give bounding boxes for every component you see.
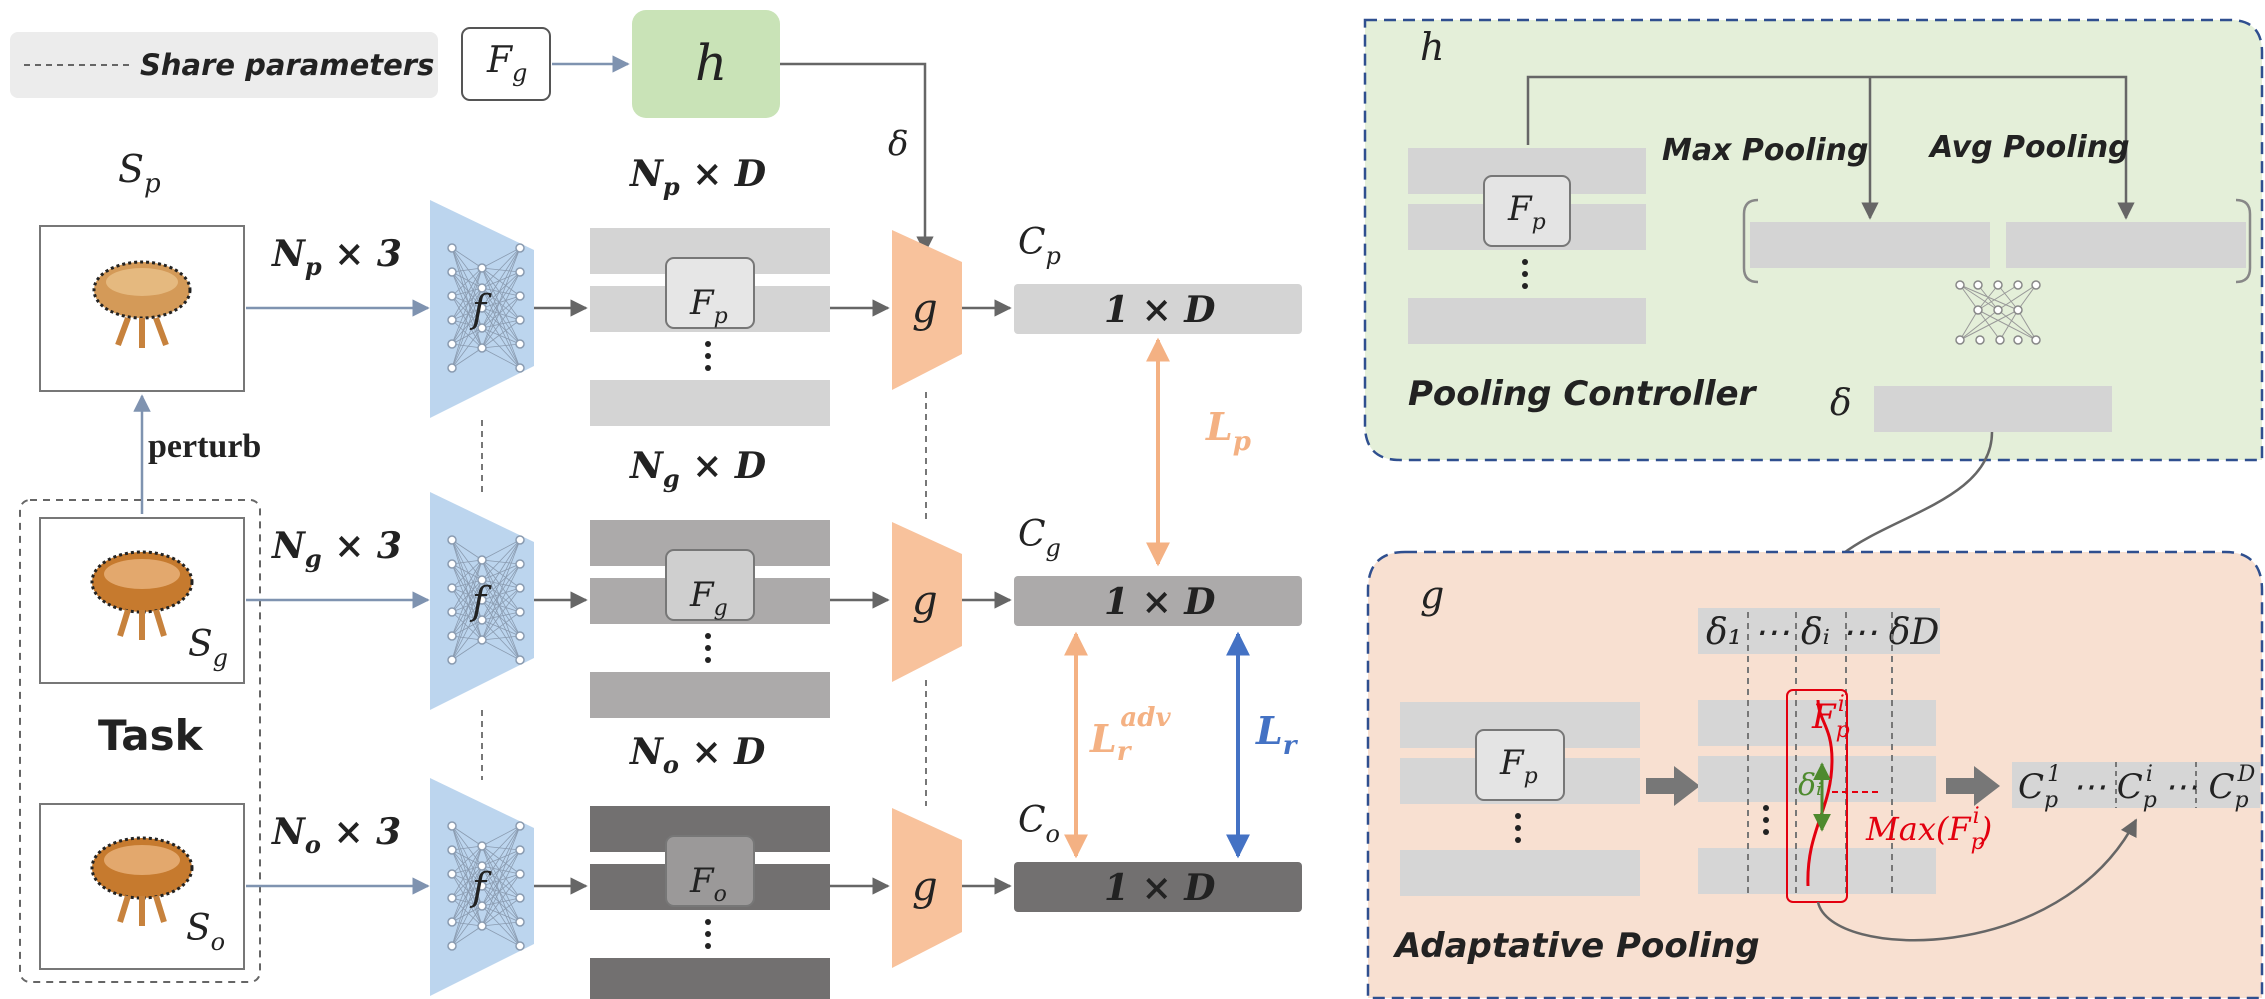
g-pooling-g: [892, 522, 962, 682]
feature-label-p: Fp: [689, 283, 728, 329]
share-parameters-label: Share parameters: [140, 48, 434, 82]
fg-box: Fg: [461, 27, 551, 101]
c-label-g: Cg: [1018, 514, 1061, 562]
svg-text:g: g: [1420, 573, 1444, 617]
svg-text:h: h: [695, 34, 727, 92]
row-o-feature-size: No × D: [629, 731, 765, 779]
svg-text:So: So: [186, 908, 225, 956]
svg-text:Fp: Fp: [1499, 743, 1538, 789]
code-box-g: [1014, 576, 1302, 626]
g-label-p: g: [912, 286, 938, 332]
svg-text:δ: δ: [1830, 383, 1852, 424]
g-label-g: g: [912, 578, 938, 624]
feature-label-o: Fo: [689, 861, 727, 907]
legend-share-parameters: Share parameters: [10, 32, 438, 98]
svg-text:Fpi: Fpi: [1811, 692, 1850, 743]
perturb-label: perturb: [148, 428, 261, 465]
svg-text:Fp: Fp: [1507, 189, 1546, 235]
lp-label: Lp: [1205, 404, 1251, 457]
feature-box-g: [665, 549, 755, 621]
code-label-p: 1 × D: [1104, 289, 1216, 331]
feature-box-p: [665, 257, 755, 329]
feature-box-o: [665, 835, 755, 907]
h-network-box: h: [632, 10, 780, 118]
row-p-feature-size: Np × D: [629, 153, 766, 201]
svg-text:Fg: Fg: [486, 40, 527, 87]
panel-pooling-controller: h Max Pooling Avg Pooling Fp Pooling Con…: [1363, 18, 2264, 462]
c-label-p: Cp: [1018, 222, 1061, 270]
task-group: [19, 499, 261, 983]
svg-text:h: h: [1420, 25, 1444, 69]
feature-label-g: Fg: [689, 575, 728, 621]
svg-text:Max Pooling: Max Pooling: [1662, 133, 1869, 168]
c-label-o: Co: [1018, 800, 1060, 848]
svg-text:Pooling Controller: Pooling Controller: [1408, 374, 1758, 414]
row-g-feature-size: Ng × D: [629, 445, 766, 493]
delta-label: δ: [888, 124, 908, 164]
svg-text:δᵢ: δᵢ: [1798, 768, 1822, 803]
ladv-label: Lradv: [1089, 703, 1171, 767]
output-cp-sequence: Cp1 ⋯ Cpi ⋯ CpD: [2018, 762, 2256, 813]
task-label: Task: [98, 711, 204, 760]
svg-text:δ₁ ⋯ δᵢ ⋯ δD: δ₁ ⋯ δᵢ ⋯ δD: [1706, 612, 1939, 653]
g-pooling-p: [892, 230, 962, 390]
row-p-input-size: Np × 3: [271, 233, 402, 281]
g-label-o: g: [912, 864, 938, 910]
row-o-input-size: No × 3: [271, 811, 401, 859]
svg-text:Sg: Sg: [188, 624, 228, 672]
code-label-o: 1 × D: [1104, 867, 1216, 909]
svg-text:Adaptative Pooling: Adaptative Pooling: [1392, 926, 1760, 966]
feature-row-bottom-p: [590, 380, 830, 426]
g-pooling-o: [892, 808, 962, 968]
svg-text:Avg Pooling: Avg Pooling: [1928, 130, 2130, 165]
sp-label: Sp: [118, 147, 161, 199]
code-label-g: 1 × D: [1104, 581, 1216, 623]
so-point-cloud: So: [39, 803, 245, 970]
row-g-input-size: Ng × 3: [271, 525, 402, 573]
code-box-p: [1014, 284, 1302, 334]
svg-text:Max(Fpi): Max(Fpi): [1865, 804, 1992, 855]
sp-point-cloud: [39, 225, 245, 392]
feature-row-bottom-g: [590, 672, 830, 718]
sg-point-cloud: Sg: [39, 517, 245, 684]
code-box-o: [1014, 862, 1302, 912]
lr-label: Lr: [1255, 708, 1299, 761]
panel-adaptive-pooling: g δ₁ ⋯ δᵢ ⋯ δD Fp Fpi δᵢ Max(Fpi): [1366, 550, 2264, 999]
feature-row-bottom-o: [590, 958, 830, 999]
